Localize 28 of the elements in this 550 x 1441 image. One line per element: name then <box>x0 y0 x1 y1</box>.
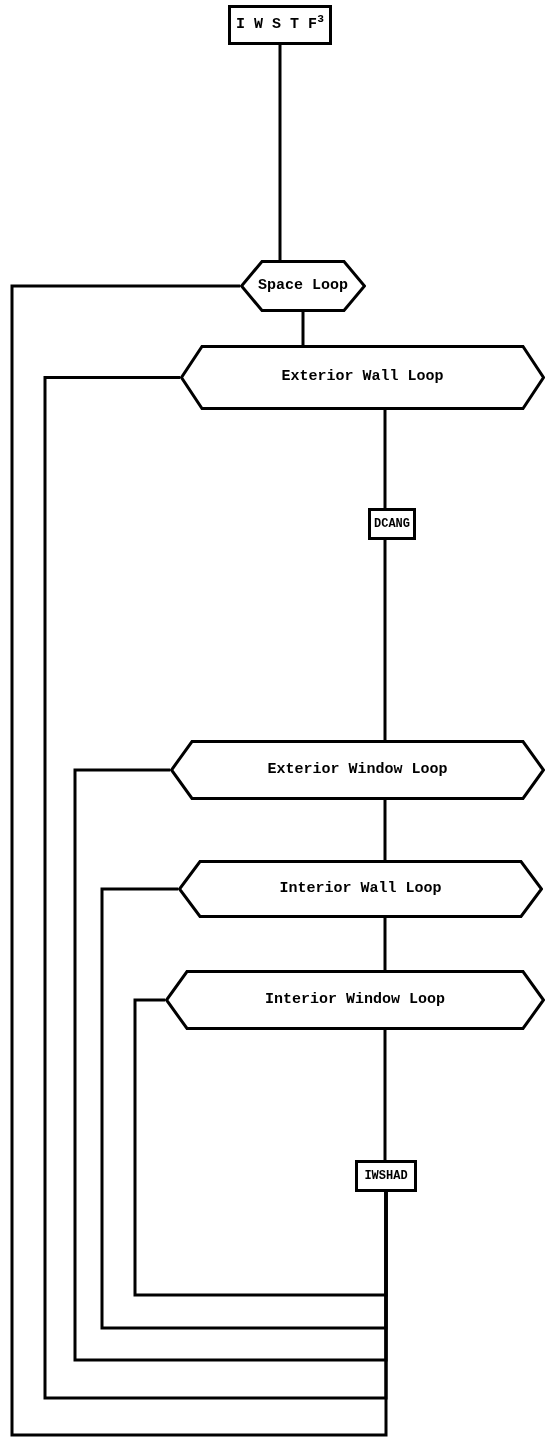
connector-line <box>100 887 388 1330</box>
connector-line <box>278 45 282 260</box>
node-label: Exterior Window Loop <box>267 759 448 780</box>
node-label: DCANG <box>374 516 410 533</box>
connector-line <box>133 998 388 1297</box>
loop-hexagon <box>165 970 545 1030</box>
node-label: I W S T F$^{3}$ <box>236 13 324 35</box>
connector-line <box>73 768 388 1362</box>
connector-line <box>301 312 305 345</box>
node-label: Exterior Wall Loop <box>281 367 444 388</box>
process-box <box>355 1160 417 1192</box>
node-label: IWSHAD <box>364 1168 408 1185</box>
connector-line <box>383 410 387 508</box>
loop-hexagon <box>180 345 545 410</box>
connector-line <box>383 918 387 970</box>
connector-line <box>383 1030 387 1160</box>
connector-line <box>383 800 387 860</box>
loop-hexagon <box>178 860 543 918</box>
connector-line <box>10 284 388 1437</box>
process-box <box>228 5 332 45</box>
node-label: Space Loop <box>258 275 348 296</box>
connector-line <box>383 540 387 740</box>
loop-hexagon <box>170 740 545 800</box>
loop-hexagon <box>240 260 366 312</box>
node-label: Interior Wall Loop <box>279 878 442 899</box>
process-box <box>368 508 416 540</box>
node-label: Interior Window Loop <box>265 989 445 1010</box>
connector-line <box>43 376 388 1400</box>
